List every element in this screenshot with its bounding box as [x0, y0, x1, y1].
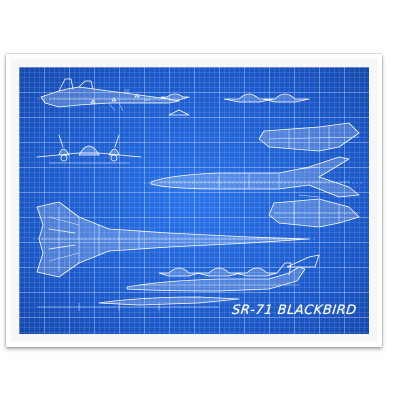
cross-sections-top — [160, 93, 310, 116]
poster-frame: SR-71 BLACKBIRD — [6, 54, 382, 347]
side-view-top — [37, 78, 184, 112]
annotation-marks — [90, 89, 150, 104]
detail-lines — [37, 296, 240, 311]
top-view-right — [144, 156, 364, 198]
front-view — [36, 134, 142, 164]
planform-right — [258, 122, 360, 228]
blueprint-drawings — [19, 67, 369, 334]
poster-title: SR-71 BLACKBIRD — [231, 303, 358, 318]
poster-mat: SR-71 BLACKBIRD — [11, 59, 377, 342]
side-view-bottom — [126, 254, 320, 292]
blueprint-print: SR-71 BLACKBIRD — [19, 67, 369, 334]
planform-left — [33, 201, 315, 278]
